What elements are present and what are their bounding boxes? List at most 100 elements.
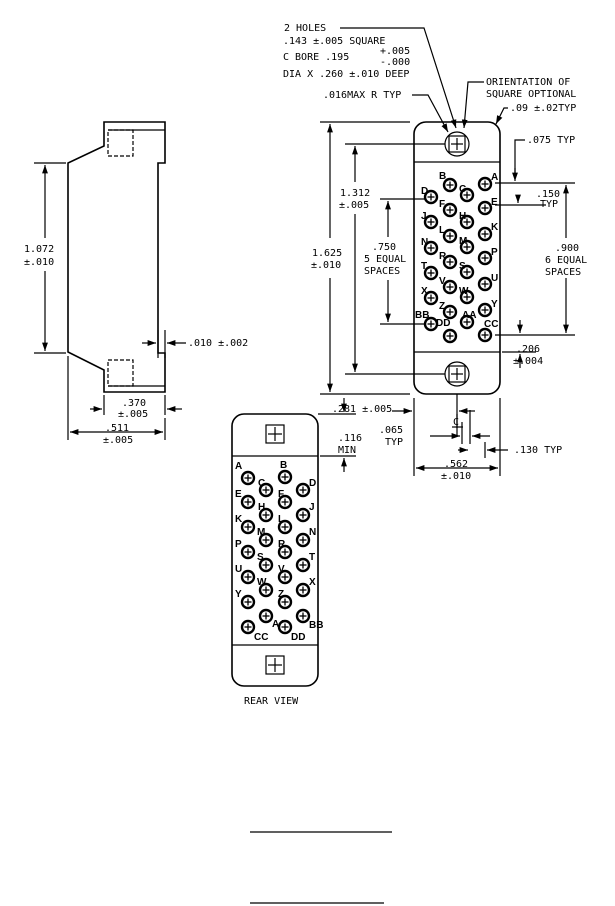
dim-150-value: .150 bbox=[536, 189, 560, 200]
orientation-note-line-1: ORIENTATION OF bbox=[486, 77, 570, 88]
front-pin-l: L bbox=[439, 225, 458, 244]
rear-pin-c: C bbox=[258, 478, 274, 498]
dim-150-typ: TYP bbox=[540, 199, 558, 210]
front-pin-label-w: W bbox=[459, 286, 469, 297]
width-dim-value: .511 bbox=[105, 423, 129, 434]
front-pin-label-n: N bbox=[421, 237, 428, 248]
front-pin-n: N bbox=[421, 237, 439, 256]
corner-note: .09 ±.02TYP bbox=[510, 103, 576, 114]
holes-note-line-1: 2 HOLES bbox=[284, 23, 326, 34]
rear-pin-label-cc: CC bbox=[254, 632, 268, 643]
front-pin-r: R bbox=[439, 251, 458, 270]
rear-pin-h: H bbox=[258, 502, 274, 523]
height-dim-value: 1.072 bbox=[24, 244, 54, 255]
front-pin-h: H bbox=[459, 211, 475, 230]
rear-pin-v: V bbox=[277, 564, 293, 585]
front-pin-label-f: F bbox=[439, 199, 445, 210]
front-pin-label-cc: CC bbox=[484, 319, 498, 330]
rear-pin-cc: CC bbox=[240, 619, 268, 643]
front-pin-label-k: K bbox=[491, 222, 499, 233]
front-pin-b: B bbox=[439, 171, 458, 193]
rear-pin-l: L bbox=[277, 514, 293, 535]
front-pin-label-j: J bbox=[421, 211, 427, 222]
rear-bottom-square bbox=[265, 655, 285, 675]
dim-900-count: 6 EQUAL bbox=[545, 255, 587, 266]
dim-900-value: .900 bbox=[555, 243, 579, 254]
front-pin-x: X bbox=[421, 286, 439, 306]
front-pin-d: D bbox=[421, 186, 439, 205]
front-pin-label-u: U bbox=[491, 273, 498, 284]
side-view: 1.072 ±.010 .010 ±.002 .370 ±.005 .511 ±… bbox=[24, 121, 248, 446]
body-dim-tol: ±.005 bbox=[118, 409, 148, 420]
dim-562-tol: ±.010 bbox=[441, 471, 471, 482]
front-pin-label-t: T bbox=[421, 261, 427, 272]
rear-pin-label-c: C bbox=[258, 478, 265, 489]
rear-pin-label-n: N bbox=[309, 527, 316, 538]
front-pin-u: U bbox=[477, 273, 498, 292]
dim-116-min: MIN bbox=[338, 445, 356, 456]
rear-pin-label-j: J bbox=[309, 502, 315, 513]
rear-pin-f: F bbox=[277, 489, 293, 510]
dim-562-value: .562 bbox=[444, 459, 468, 470]
rear-view-outline bbox=[231, 413, 319, 687]
top-mounting-hole bbox=[444, 131, 470, 157]
rear-pin-a: A bbox=[235, 461, 256, 486]
front-pin-label-z: Z bbox=[439, 301, 445, 312]
rear-pin-label-dd: DD bbox=[291, 632, 305, 643]
front-pin-v: V bbox=[439, 276, 458, 295]
width-dim-tol: ±.005 bbox=[103, 435, 133, 446]
rear-pin-label-m: M bbox=[257, 527, 265, 538]
rear-pin-label-t: T bbox=[309, 552, 315, 563]
rear-pin-label-e: E bbox=[235, 489, 242, 500]
holes-note-tol-plus: +.005 bbox=[380, 46, 410, 57]
rear-pin-u: U bbox=[235, 564, 256, 585]
dim-1625-value: 1.625 bbox=[312, 248, 342, 259]
rear-pin-label-v: V bbox=[278, 564, 285, 575]
front-pin-label-p: P bbox=[491, 247, 498, 258]
rear-pin-label-x: X bbox=[309, 577, 316, 588]
front-pin-y: Y bbox=[477, 299, 498, 318]
front-pin-c: C bbox=[459, 184, 475, 203]
rear-pin-d: D bbox=[295, 478, 316, 498]
front-pin-s: S bbox=[459, 261, 475, 280]
dim-206-tol: ±.004 bbox=[513, 356, 543, 367]
rear-pin-s: S bbox=[257, 552, 274, 573]
holes-note-line-2: .143 ±.005 SQUARE bbox=[283, 36, 385, 47]
rear-view-caption: REAR VIEW bbox=[244, 696, 299, 707]
holes-note-line-3: C BORE .195 bbox=[283, 52, 349, 63]
front-view: 2 HOLES .143 ±.005 SQUARE C BORE .195 +.… bbox=[283, 23, 587, 482]
rear-pin-label-z: Z bbox=[278, 589, 284, 600]
dim-065-typ: TYP bbox=[385, 437, 403, 448]
front-pin-label-c: C bbox=[459, 184, 466, 195]
rear-pin-e: E bbox=[235, 489, 256, 510]
typ-075-label: .075 TYP bbox=[527, 135, 575, 146]
front-pin-m: M bbox=[459, 236, 475, 255]
holes-note-tol-minus: -.000 bbox=[380, 57, 410, 68]
rear-pin-dd: DD bbox=[277, 619, 305, 643]
front-pin-f: F bbox=[439, 199, 458, 218]
side-view-outline bbox=[67, 121, 166, 393]
bottom-mounting-hole bbox=[444, 361, 470, 387]
rear-pin-label-h: H bbox=[258, 502, 265, 513]
front-pin-label-e: E bbox=[491, 197, 498, 208]
front-pin-label-y: Y bbox=[491, 299, 498, 310]
top-counterbore bbox=[107, 129, 134, 157]
front-pin-label-h: H bbox=[459, 211, 466, 222]
front-pin-k: K bbox=[477, 222, 499, 242]
rear-pin-b: B bbox=[277, 460, 293, 485]
front-pin-j: J bbox=[421, 211, 439, 230]
dim-750-count: 5 EQUAL bbox=[364, 254, 406, 265]
front-pin-t: T bbox=[421, 261, 439, 281]
rear-pin-bb: BB bbox=[295, 608, 323, 631]
rear-pin-label-u: U bbox=[235, 564, 242, 575]
rear-top-square bbox=[265, 424, 285, 444]
rear-pin-m: M bbox=[257, 527, 274, 548]
body-dim-value: .370 bbox=[122, 398, 146, 409]
front-pin-p: P bbox=[477, 247, 498, 266]
front-pin-label-s: S bbox=[459, 261, 466, 272]
dim-1312-tol: ±.005 bbox=[339, 200, 369, 211]
centerline-label: C bbox=[453, 417, 459, 428]
